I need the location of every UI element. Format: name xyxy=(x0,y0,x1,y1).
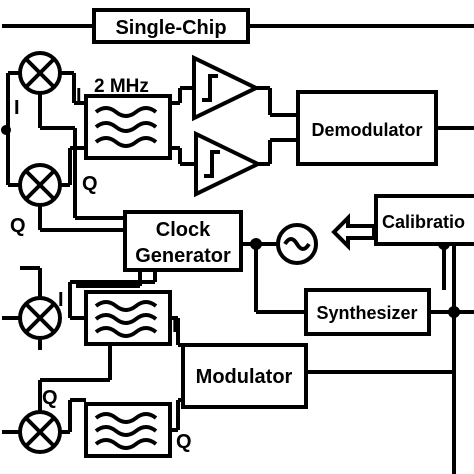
rx-mixer-i xyxy=(18,51,62,95)
synthesizer-block: Synthesizer xyxy=(304,288,431,336)
rx-i-label: I xyxy=(14,97,20,119)
title-box: Single-Chip xyxy=(92,8,250,44)
calibration-block: Calibratio xyxy=(374,194,474,246)
rx-q-label: Q xyxy=(10,215,26,237)
clock-generator-block: Clock Generator xyxy=(123,210,243,272)
tx-filter-i-label: I xyxy=(172,315,178,337)
tx-mixer-q xyxy=(18,410,62,454)
tx-filter-i xyxy=(84,290,172,346)
tx-i-label: I xyxy=(58,289,64,311)
wires xyxy=(2,71,474,474)
junction-dot-clock xyxy=(250,238,262,250)
demodulator-block: Demodulator xyxy=(296,90,438,166)
rx-mixer-q xyxy=(18,163,62,207)
junction-dot-synth xyxy=(448,306,460,318)
tx-filter-q xyxy=(84,402,172,458)
filter-bandwidth-label: 2 MHz xyxy=(94,76,149,97)
rx-filter-q-label: Q xyxy=(82,173,98,195)
limiter-amplifier-bottom xyxy=(194,130,263,198)
modulator-block: Modulator xyxy=(181,343,308,409)
rx-bandpass-filter xyxy=(84,94,172,160)
clock-generator-label-line2: Generator xyxy=(135,245,231,267)
title-label: Single-Chip xyxy=(115,17,226,39)
vco-oscillator xyxy=(276,223,318,265)
clock-generator-label-line1: Clock xyxy=(156,219,211,241)
tx-mixer-i xyxy=(18,296,62,340)
rx-filter-i-label: I xyxy=(76,85,82,107)
modulator-label: Modulator xyxy=(196,366,293,388)
calibration-arrow xyxy=(331,213,376,251)
limiter-amplifier-top xyxy=(192,54,261,122)
tx-filter-q-label: Q xyxy=(176,431,192,453)
calibration-label: Calibratio xyxy=(382,212,465,232)
demodulator-label: Demodulator xyxy=(311,120,422,140)
synthesizer-label: Synthesizer xyxy=(316,303,417,323)
junction-dot-rx-lo xyxy=(1,125,11,135)
tx-q-label: Q xyxy=(42,387,58,409)
